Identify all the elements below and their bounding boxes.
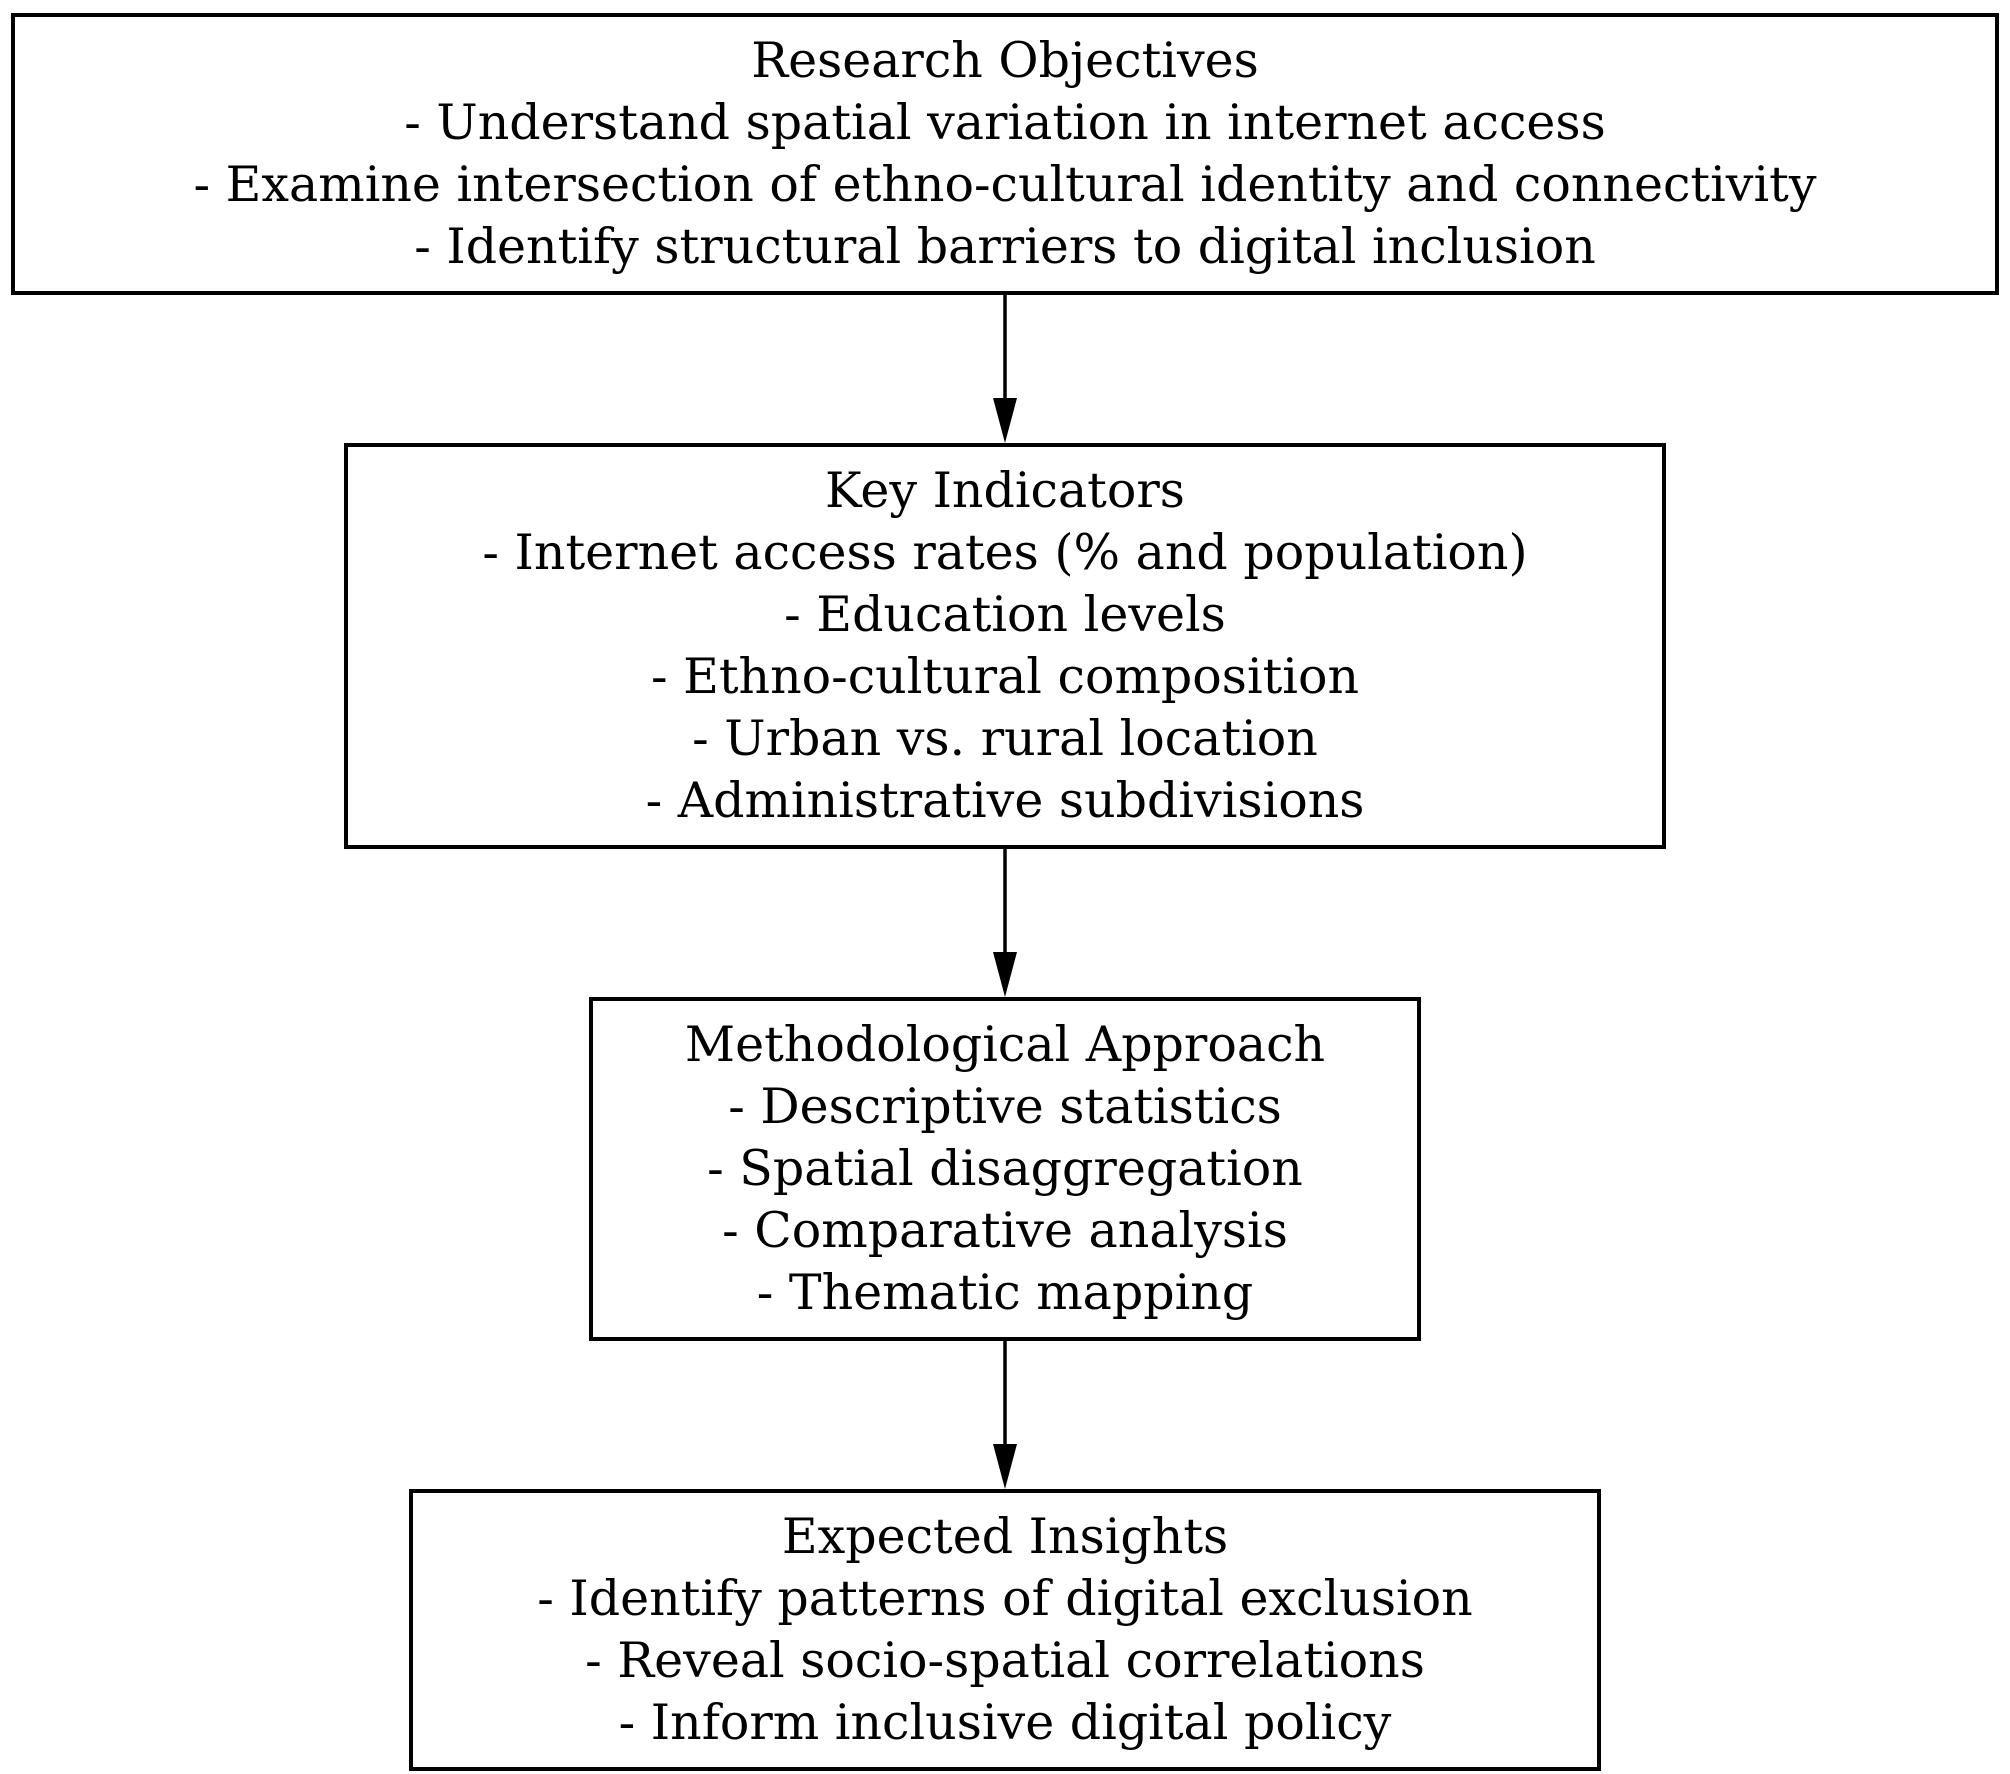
node-bullet-item: - Internet access rates (% and populatio… (482, 524, 1528, 581)
arrow-down-icon (993, 1341, 1017, 1489)
node-expected-insights: Expected Insights - Identify patterns of… (409, 1489, 1601, 1771)
node-title: Methodological Approach (684, 1016, 1326, 1073)
node-bullet-item: - Comparative analysis (722, 1202, 1288, 1259)
node-title: Research Objectives (751, 32, 1259, 89)
node-research-objectives: Research Objectives - Understand spatial… (11, 13, 1999, 295)
node-bullet-item: - Spatial disaggregation (707, 1140, 1303, 1197)
node-key-indicators: Key Indicators - Internet access rates (… (344, 443, 1666, 849)
node-bullet-item: - Ethno-cultural composition (650, 648, 1360, 705)
node-bullet-item: - Urban vs. rural location (692, 710, 1318, 767)
arrow-down-icon (993, 295, 1017, 443)
node-bullet-item: - Reveal socio-spatial correlations (585, 1632, 1425, 1689)
node-bullet-item: - Inform inclusive digital policy (618, 1694, 1392, 1751)
node-bullet-item: - Administrative subdivisions (645, 772, 1365, 829)
node-bullet-item: - Examine intersection of ethno-cultural… (193, 156, 1817, 213)
node-bullet-item: - Identify structural barriers to digita… (414, 218, 1596, 275)
node-bullet-item: - Thematic mapping (756, 1264, 1254, 1321)
node-bullet-item: - Education levels (784, 586, 1226, 643)
node-bullet-item: - Understand spatial variation in intern… (404, 94, 1606, 151)
node-title: Key Indicators (825, 462, 1185, 519)
node-bullet-item: - Descriptive statistics (728, 1078, 1282, 1135)
node-bullet-item: - Identify patterns of digital exclusion (537, 1570, 1473, 1627)
arrow-down-icon (993, 849, 1017, 997)
node-title: Expected Insights (781, 1508, 1229, 1565)
node-methodological-approach: Methodological Approach - Descriptive st… (589, 997, 1421, 1341)
